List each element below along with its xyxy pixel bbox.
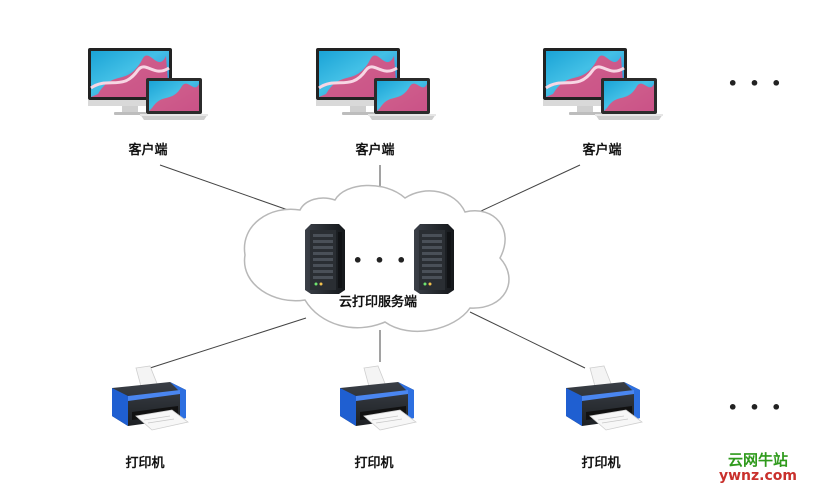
server-more-dots: • • • — [352, 251, 410, 270]
cloud-shape — [243, 184, 510, 333]
printer-label-3: 打印机 — [581, 456, 621, 471]
connection-lines — [149, 164, 586, 369]
client-computer-icon-2 — [314, 46, 438, 122]
server-icon-2 — [414, 224, 454, 294]
watermark-cn: 云网牛站 — [727, 451, 788, 469]
watermark: 云网牛站 ywnz.com — [719, 452, 797, 484]
server-icon-1 — [305, 224, 345, 294]
printer-label-1: 打印机 — [125, 456, 165, 471]
printer-label-2: 打印机 — [354, 456, 394, 471]
printer-icon-2 — [339, 365, 417, 431]
client-label-3: 客户端 — [582, 143, 622, 158]
watermark-en: ywnz.com — [719, 468, 797, 484]
line-client-1 — [159, 164, 289, 211]
line-client-3 — [465, 164, 581, 219]
client-label-2: 客户端 — [355, 143, 395, 158]
printer-more-dots: • • • — [727, 398, 785, 417]
line-printer-3 — [469, 311, 586, 369]
client-computer-icon-1 — [86, 46, 210, 122]
client-computer-icon-3 — [541, 46, 665, 122]
printer-icon-1 — [111, 365, 189, 431]
printer-icon-3 — [565, 365, 643, 431]
client-more-dots: • • • — [727, 74, 785, 93]
cloud-label: 云打印服务端 — [338, 295, 418, 310]
line-printer-1 — [149, 317, 307, 369]
client-label-1: 客户端 — [128, 143, 168, 158]
